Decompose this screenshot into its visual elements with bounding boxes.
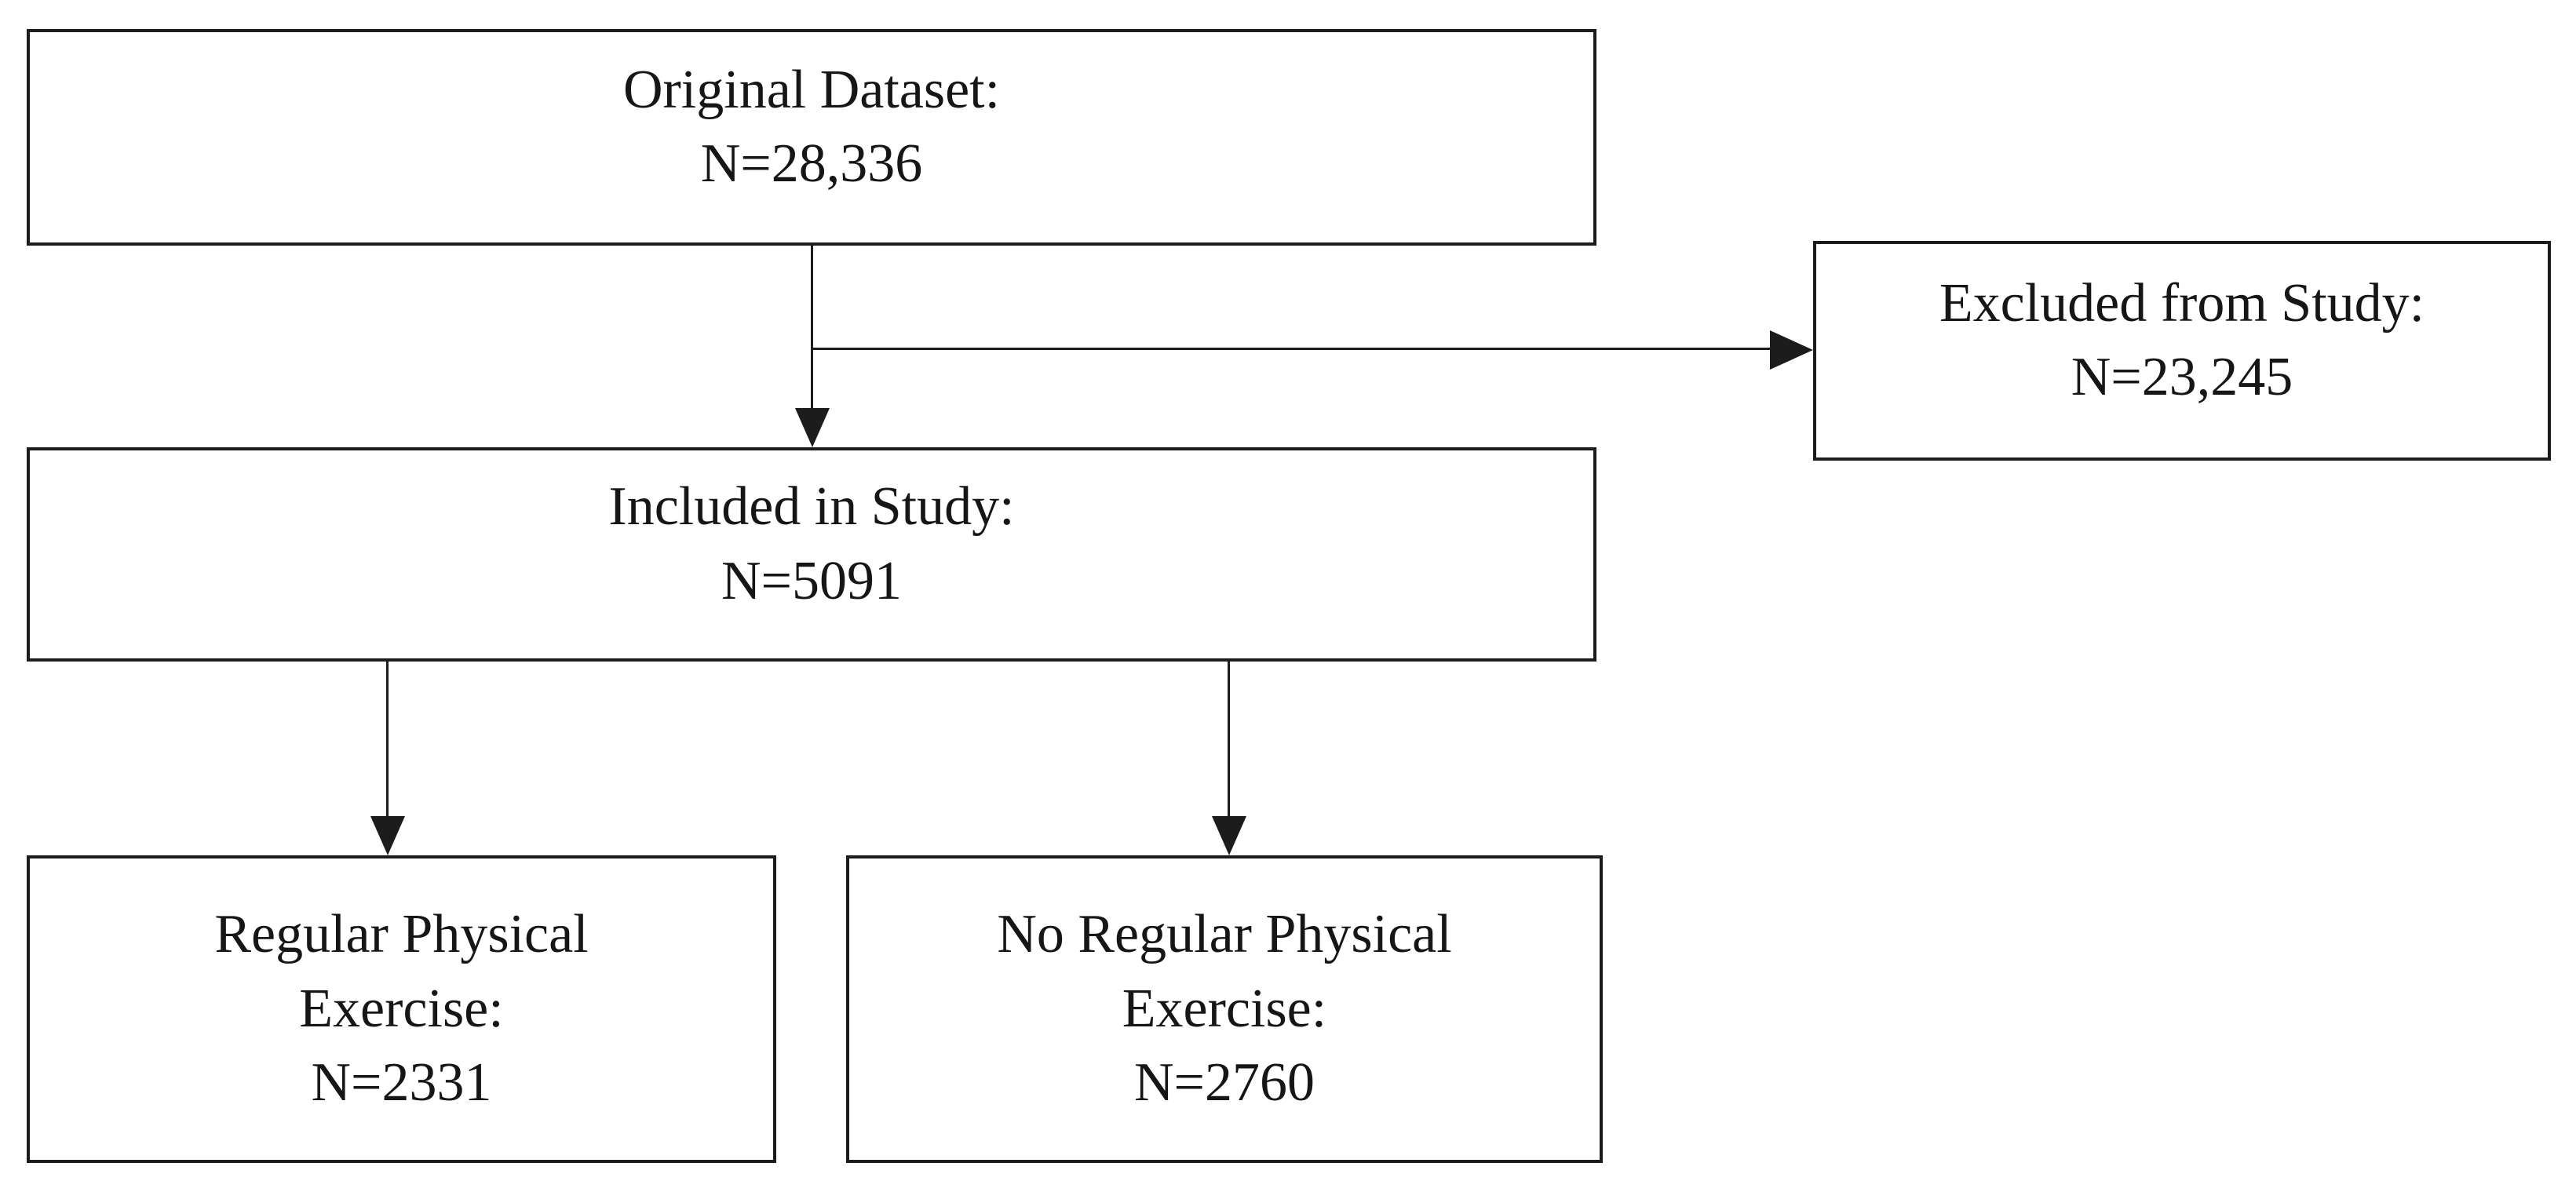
node-regular-physical-exercise: Regular Physical Exercise: N=2331 xyxy=(27,855,776,1163)
arrowhead-down-icon xyxy=(1212,816,1246,855)
arrowhead-right-icon xyxy=(1770,330,1813,370)
node-label: Excluded from Study: xyxy=(1939,272,2425,334)
node-label: No Regular Physical xyxy=(997,904,1452,965)
node-no-regular-physical-exercise: No Regular Physical Exercise: N=2760 xyxy=(846,855,1603,1163)
node-excluded-from-study: Excluded from Study: N=23,245 xyxy=(1813,241,2551,461)
node-label: Included in Study: xyxy=(608,476,1015,537)
node-count: N=2760 xyxy=(1133,1052,1315,1114)
node-count: N=5091 xyxy=(721,550,903,611)
node-label: Original Dataset: xyxy=(622,59,1001,120)
node-label: Exercise: xyxy=(299,978,504,1039)
node-label: Regular Physical xyxy=(214,904,589,965)
node-included-in-study: Included in Study: N=5091 xyxy=(27,447,1596,662)
connector-included-to-regular-line xyxy=(386,662,389,818)
node-label: Exercise: xyxy=(1122,978,1327,1039)
node-original-dataset: Original Dataset: N=28,336 xyxy=(27,29,1596,246)
arrowhead-down-icon xyxy=(370,816,405,855)
node-count: N=23,245 xyxy=(2071,347,2293,407)
node-count: N=28,336 xyxy=(700,133,923,194)
node-count: N=2331 xyxy=(311,1052,492,1114)
connector-original-to-included-line xyxy=(811,246,813,412)
arrowhead-down-icon xyxy=(795,408,830,447)
connector-included-to-no-regular-line xyxy=(1228,662,1230,818)
connector-original-to-excluded-line xyxy=(811,348,1770,350)
